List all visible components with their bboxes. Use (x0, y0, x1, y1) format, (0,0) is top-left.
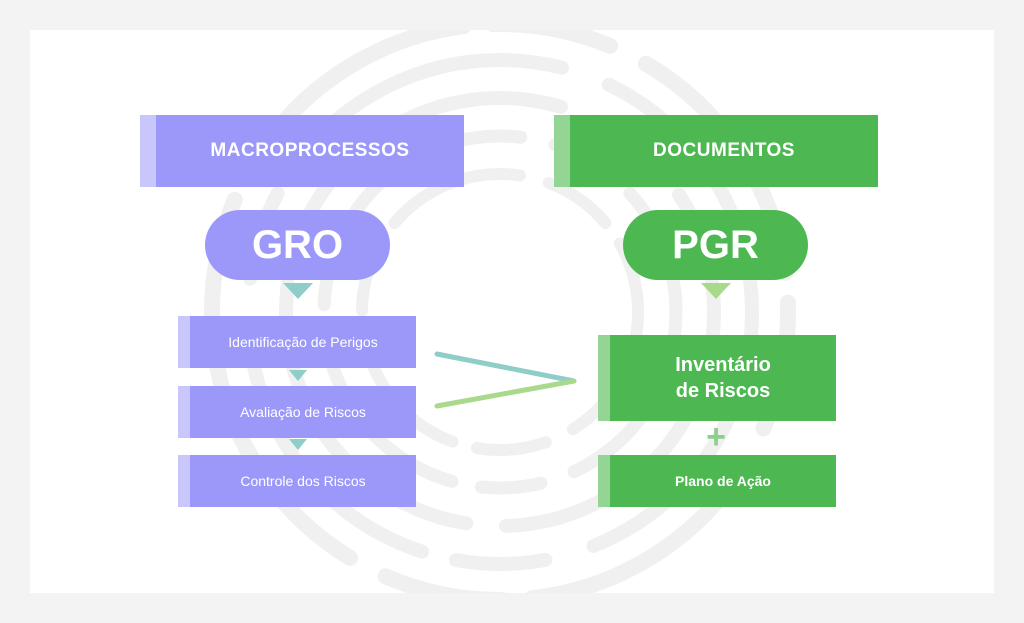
doc-plano-acao: Plano de Ação (598, 455, 836, 507)
pgr-pointer-arrow (701, 283, 731, 299)
connector-line-2 (434, 378, 577, 409)
documentos-header: DOCUMENTOS (554, 115, 878, 187)
doc-inventario-riscos: Inventário de Riscos (598, 335, 836, 421)
step-1-arrow (289, 370, 307, 381)
step-controle-riscos: Controle dos Riscos (178, 455, 416, 507)
gro-pill: GRO (205, 210, 390, 280)
step-avaliacao-riscos: Avaliação de Riscos (178, 386, 416, 438)
macroprocessos-header: MACROPROCESSOS (140, 115, 464, 187)
step-2-arrow (289, 439, 307, 450)
step-identificacao-perigos: Identificação de Perigos (178, 316, 416, 368)
connector-line-1 (434, 351, 577, 384)
plus-icon: + (706, 418, 726, 456)
gro-pointer-arrow (283, 283, 313, 299)
pgr-pill: PGR (623, 210, 808, 280)
